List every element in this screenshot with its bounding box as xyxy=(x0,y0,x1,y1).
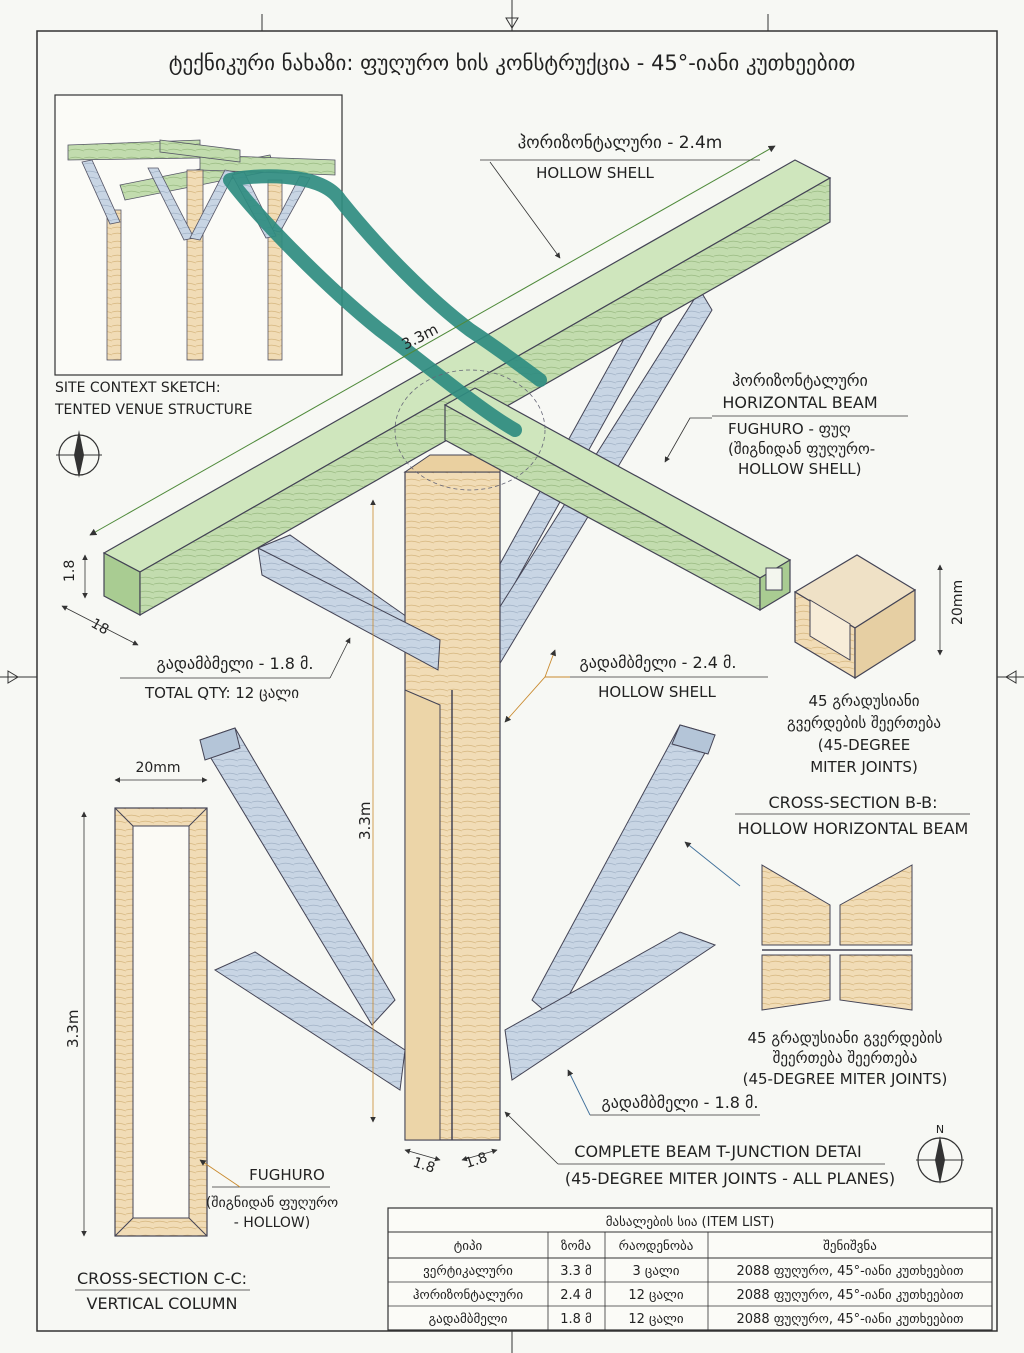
cross-section-bb-drawing xyxy=(793,554,917,680)
tjunction-line2: (45-DEGREE MITER JOINTS - ALL PLANES) xyxy=(565,1169,895,1188)
miter-top-line2: გვერდების შეერთება xyxy=(787,714,941,732)
sheet-border xyxy=(36,30,998,1332)
dim-beam-width: 18 xyxy=(88,616,111,639)
dim-col-2: 1.8 xyxy=(463,1150,489,1172)
tjunction-leader xyxy=(504,1111,559,1165)
dim-20mm-left: 20mm xyxy=(135,760,180,776)
hb-right-line3: FUGHURO - ფუღ xyxy=(728,420,851,438)
drawing-title: ტექნიკური ნახაზი: ფუღურო ხის კონსტრუქცია… xyxy=(169,51,856,75)
bom-row-cell: 2088 ფუღურო, 45°-იანი კუთხეებით xyxy=(737,1264,964,1279)
miter-bottom-line2: შეერთება შეერთება xyxy=(773,1049,918,1067)
brace-left-label: გადამბმელი - 1.8 მ. xyxy=(157,654,314,673)
lower-braces xyxy=(199,547,717,1091)
cross-section-cc-drawing xyxy=(114,807,208,1237)
tjunction-line1: COMPLETE BEAM T-JUNCTION DETAI xyxy=(574,1142,861,1161)
hb-right-line2: HORIZONTAL BEAM xyxy=(722,393,877,412)
brace-bottom-leader xyxy=(567,1069,591,1116)
miter-detail-leader xyxy=(684,841,741,887)
section-cc-line2: VERTICAL COLUMN xyxy=(87,1294,238,1313)
miter-bottom-line3: (45-DEGREE MITER JOINTS) xyxy=(743,1070,948,1088)
fughuro-leader xyxy=(199,1159,241,1188)
site-sketch-caption-1: SITE CONTEXT SKETCH: xyxy=(55,380,221,396)
horizontal-beam-callout-label: ჰორიზონტალური - 2.4m xyxy=(518,133,723,153)
bom-row-cell: 3 ცალი xyxy=(633,1264,680,1279)
fughuro-left-line1: FUGHURO xyxy=(249,1166,325,1184)
bom-title: მასალების სია (ITEM LIST) xyxy=(606,1215,775,1230)
bom-row-cell: 2.4 მ xyxy=(560,1288,592,1303)
section-bb-line1: CROSS-SECTION B-B: xyxy=(768,793,937,812)
section-cc-line1: CROSS-SECTION C-C: xyxy=(77,1269,247,1288)
miter-bottom-line1: 45 გრადუსიანი გვერდების xyxy=(747,1029,942,1047)
dim-20mm-right: 20mm xyxy=(950,580,966,625)
bom-header-cell: ზომა xyxy=(561,1239,591,1254)
callout-leader-right-brace xyxy=(504,676,570,723)
callout-leader-left-brace xyxy=(329,637,351,679)
bom-header-cell: რაოდენობა xyxy=(619,1239,694,1254)
dim-col-1: 1.8 xyxy=(411,1155,437,1177)
hb-right-line5: HOLLOW SHELL) xyxy=(738,460,862,478)
bom-row-cell: ჰორიზონტალური xyxy=(413,1288,523,1303)
dim-beam-width-line xyxy=(61,605,139,646)
beam-length-dimension xyxy=(89,145,776,536)
brace-bottom-label: გადამბმელი - 1.8 მ. xyxy=(602,1093,759,1112)
dim-3-3-diagonal: 3.3m xyxy=(399,320,441,354)
miter-top-line1: 45 გრადუსიანი xyxy=(808,692,919,710)
hb-right-line4: (შიგნიდან ფუღურო- xyxy=(728,440,875,458)
bom-row-cell: 12 ცალი xyxy=(628,1312,684,1327)
compass-north-label: N xyxy=(936,1123,944,1136)
dim-column-height: 3.3m xyxy=(356,802,374,840)
dim-col-2-line xyxy=(461,1148,498,1162)
horizontal-beam-callout-sub: HOLLOW SHELL xyxy=(536,164,654,182)
bom-row-cell: 3.3 მ xyxy=(560,1264,592,1279)
miter-top-line4: MITER JOINTS) xyxy=(810,758,918,776)
bom-row-cell: 1.8 მ xyxy=(560,1312,592,1327)
bom-row-cell: 2088 ფუღურო, 45°-იანი კუთხეებით xyxy=(737,1288,964,1303)
compass-icon-left xyxy=(56,430,102,478)
brace-right-sub: HOLLOW SHELL xyxy=(598,683,716,701)
bom-row-cell: 2088 ფუღურო, 45°-იანი კუთხეებით xyxy=(737,1312,964,1327)
callout-leader-top xyxy=(489,161,561,259)
callout-leader-right xyxy=(664,417,712,463)
brace-right-label: გადამბმელი - 2.4 მ. xyxy=(580,653,737,672)
bom-header-cell: შენიშვნა xyxy=(823,1239,877,1254)
dim-col-1-line xyxy=(404,1148,441,1162)
bom-row-cell: ვერტიკალური xyxy=(423,1264,513,1279)
bom-cells: ტიპი ზომა რაოდენობა შენიშვნა ვერტიკალური 3.3 … xyxy=(413,1239,964,1327)
miter-joint-detail xyxy=(761,864,913,1011)
hb-right-line1: ჰორიზონტალური xyxy=(732,371,868,390)
bom-row-cell: 12 ცალი xyxy=(628,1288,684,1303)
site-context-sketch xyxy=(54,94,343,376)
bom-header-cell: ტიპი xyxy=(454,1239,483,1254)
dim-beam-height: 1.8 xyxy=(62,560,78,582)
fughuro-left-line3: - HOLLOW) xyxy=(234,1215,310,1231)
vertical-column xyxy=(403,454,501,1141)
section-bb-line2: HOLLOW HORIZONTAL BEAM xyxy=(738,819,969,838)
brace-left-qty: TOTAL QTY: 12 ცალი xyxy=(144,684,299,702)
compass-icon-right xyxy=(916,1136,964,1184)
miter-top-line3: (45-DEGREE xyxy=(818,736,910,754)
bom-table xyxy=(387,1207,993,1331)
bom-row-cell: გადამბმელი xyxy=(429,1312,508,1327)
fughuro-left-line2: (შიგნიდან ფუღურო xyxy=(206,1194,338,1211)
callout-leader-right-brace-2 xyxy=(544,649,556,678)
dim-3-3-left: 3.3m xyxy=(64,1010,82,1048)
site-sketch-caption-2: TENTED VENUE STRUCTURE xyxy=(54,402,253,418)
